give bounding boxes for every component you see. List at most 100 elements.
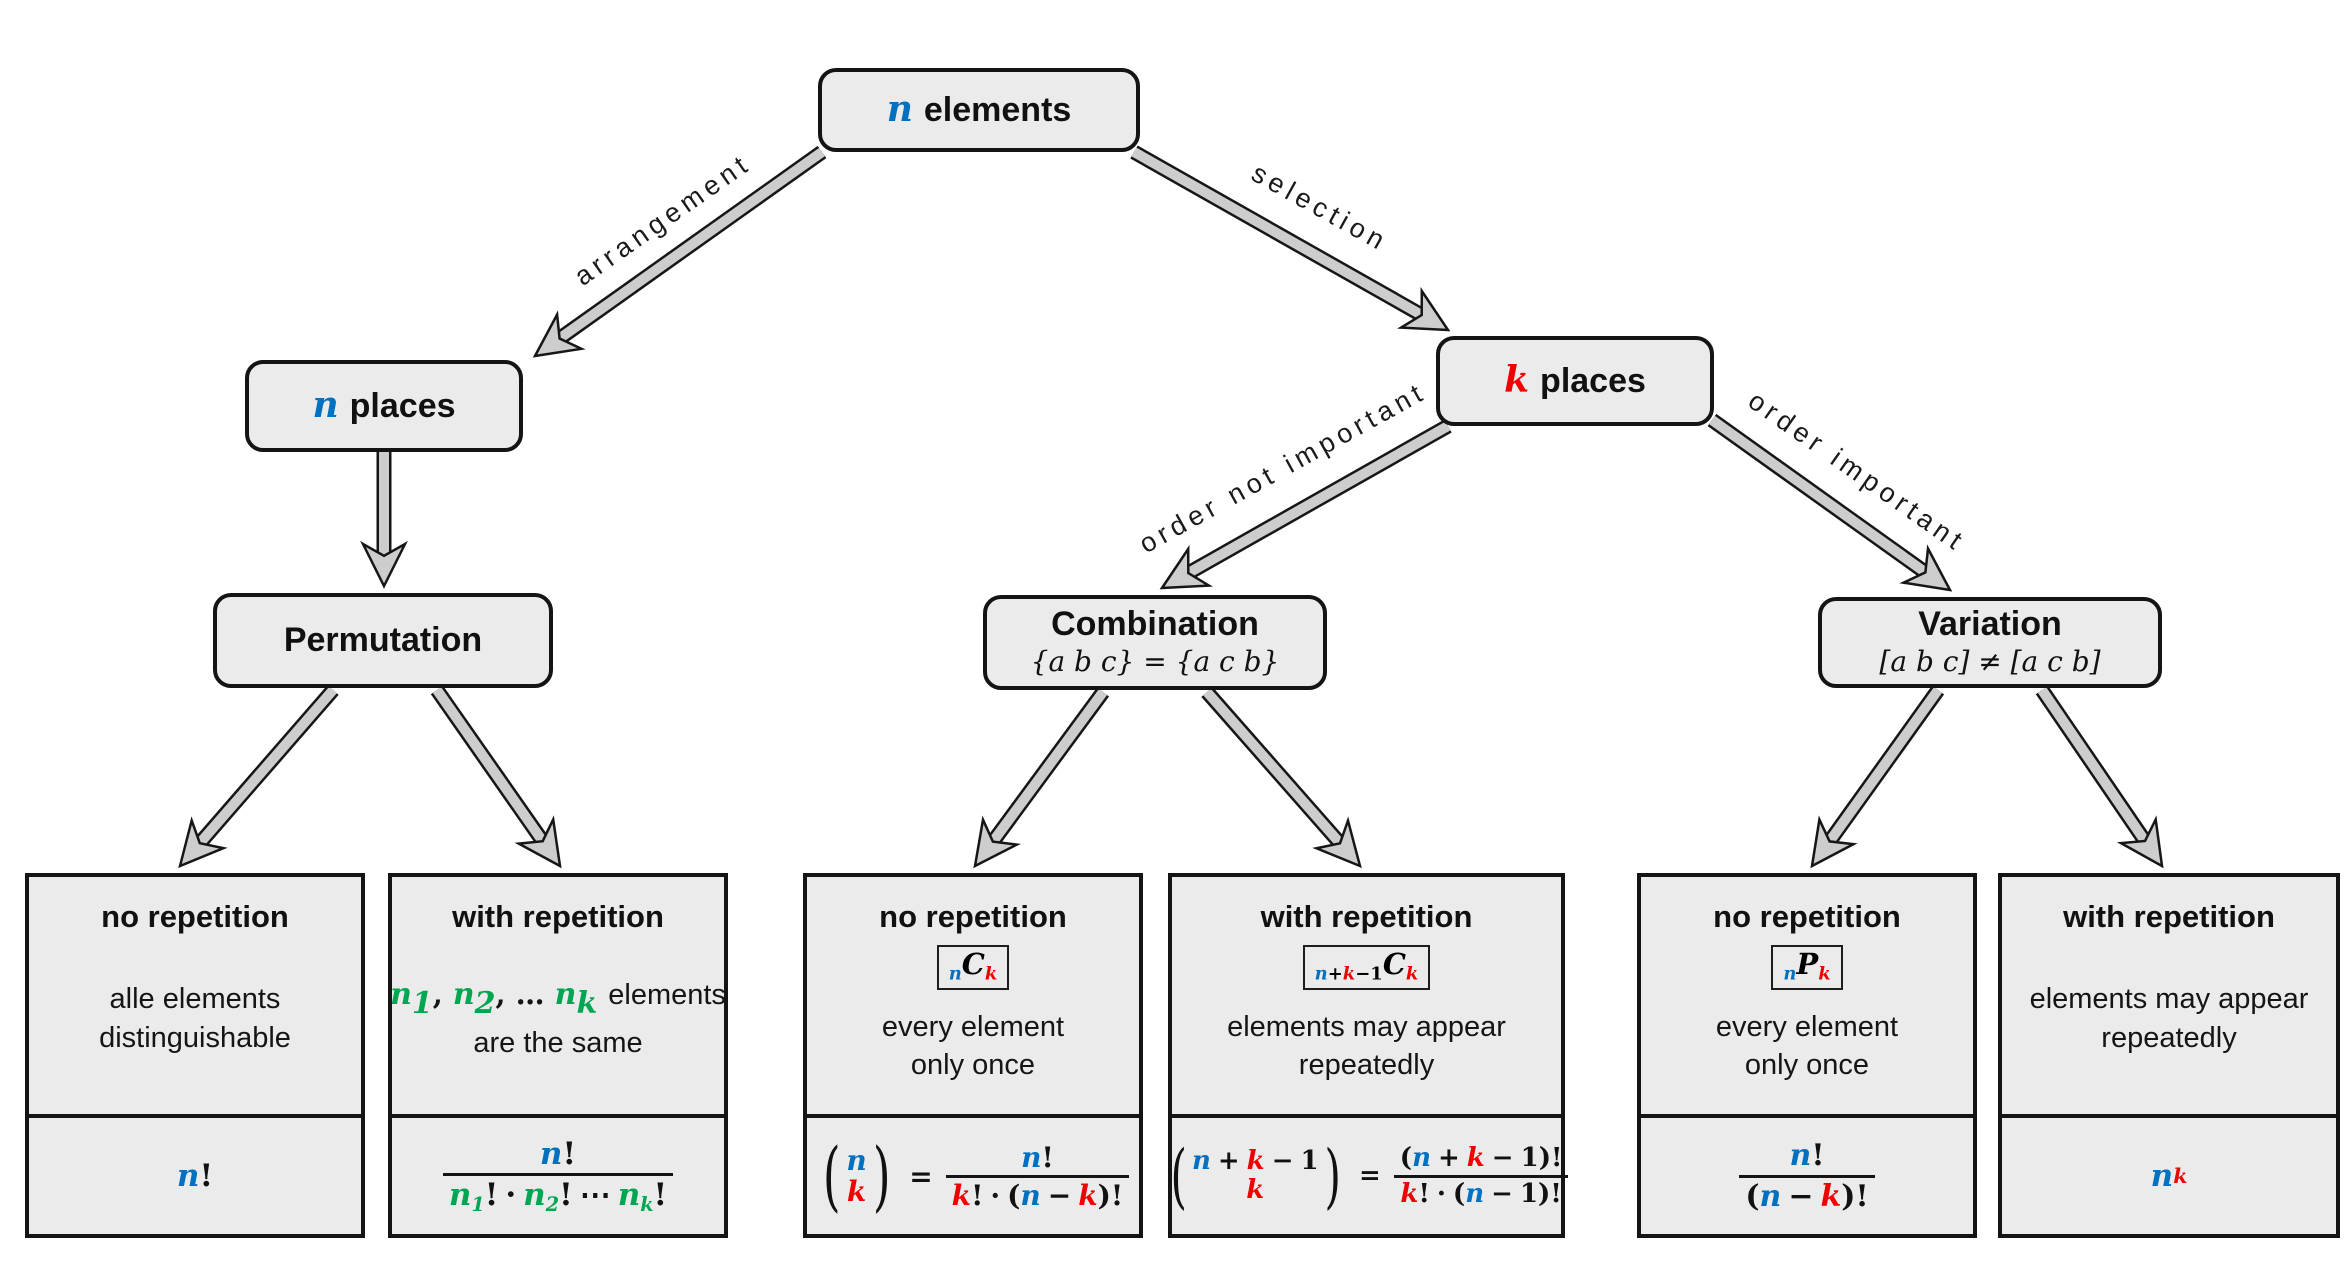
math-n1: n xyxy=(390,977,412,1013)
body-line: only once xyxy=(910,1049,1036,1082)
math-plus: + xyxy=(1327,963,1343,985)
math-minus: − xyxy=(1047,1178,1072,1212)
math-plus: + xyxy=(1217,1145,1240,1176)
symbol-n-plus-k-minus-1-C-k: n+k−1Ck xyxy=(1302,945,1431,991)
body-line: are the same xyxy=(473,1026,643,1059)
math-sub: k xyxy=(576,986,598,1022)
card-header: with repetition xyxy=(2063,899,2275,934)
formula-n-factorial-over-repeats: n! n1!·n2!⋯nk! xyxy=(392,1114,724,1234)
arrow-k-places-to-combination xyxy=(1159,419,1452,590)
body-text: elements xyxy=(608,979,726,1012)
math-k: k xyxy=(1246,1145,1265,1176)
body-line: repeatedly xyxy=(1298,1049,1435,1082)
math-minus: − xyxy=(1271,1145,1294,1176)
formula-n-factorial: n! xyxy=(29,1114,361,1234)
math-paren: ) xyxy=(1324,1134,1341,1217)
math-n: n xyxy=(1021,1140,1042,1174)
arrow-k-places-to-variation xyxy=(1707,413,1953,592)
math-factorial: ! xyxy=(1550,1178,1562,1209)
card-combination-no-repetition: no repetition nCk every element only onc… xyxy=(803,873,1143,1238)
card-variation-no-repetition: no repetition nPk every element only onc… xyxy=(1637,873,1977,1238)
math-k: k xyxy=(1342,963,1356,985)
arrow-permutation-to-with-rep xyxy=(430,685,562,869)
node-n-elements-label: elements xyxy=(923,91,1072,130)
math-factorial: ! xyxy=(1551,1143,1563,1173)
math-n: n xyxy=(948,963,962,985)
math-minus: − xyxy=(1491,1143,1514,1173)
math-comma: , xyxy=(495,977,506,1012)
math-k: k xyxy=(984,963,998,985)
math-k: k xyxy=(846,1175,867,1208)
math-one: 1 xyxy=(1519,1178,1539,1209)
card-body: every element only once xyxy=(1716,1008,1898,1085)
node-permutation-title: Permutation xyxy=(283,620,483,659)
math-paren: ( xyxy=(1170,1134,1187,1217)
math-n: n xyxy=(1465,1178,1485,1209)
math-paren: ( xyxy=(1399,1143,1413,1173)
arrow-combination-to-no-rep xyxy=(973,687,1110,869)
node-combination: Combination {a b c} = {a c b} xyxy=(983,595,1327,690)
math-C: C xyxy=(961,947,985,981)
fraction: n! (n−k)! xyxy=(1739,1137,1875,1216)
math-sub: 1 xyxy=(411,986,433,1022)
card-content: no repetition nCk every element only onc… xyxy=(807,877,1139,1114)
math-equals: = xyxy=(1358,1161,1381,1191)
denominator: k!·(n−1)! xyxy=(1394,1174,1568,1211)
math-one: 1 xyxy=(1520,1143,1539,1173)
math-n: n xyxy=(312,384,339,427)
math-n: n xyxy=(2150,1158,2174,1194)
binomial-top: n+k−1 xyxy=(1192,1145,1319,1176)
symbol-nCk: nCk xyxy=(936,945,1010,991)
math-paren: ( xyxy=(1745,1178,1760,1214)
math-paren: ( xyxy=(822,1131,841,1220)
math-k: k xyxy=(1466,1143,1485,1173)
math-factorial: ! xyxy=(562,1135,577,1172)
arrow-variation-to-with-rep xyxy=(2035,685,2164,869)
math-n: n xyxy=(539,1135,563,1172)
math-k: k xyxy=(1820,1178,1842,1214)
math-k: k xyxy=(1504,359,1530,402)
symbol-nPk: nPk xyxy=(1771,945,1843,991)
math-n2: n xyxy=(523,1177,546,1214)
math-k: k xyxy=(1078,1178,1098,1212)
math-n: n xyxy=(1314,963,1328,985)
math-factorial: ! xyxy=(971,1178,984,1212)
math-factorial: ! xyxy=(1418,1178,1430,1209)
math-factorial: ! xyxy=(1811,1138,1825,1173)
denominator: (n−k)! xyxy=(1739,1174,1875,1216)
card-body: alle elements distinguishable xyxy=(99,980,291,1057)
arrow-root-to-n-places xyxy=(532,145,827,358)
body-line: every element xyxy=(881,1010,1065,1043)
node-variation-subtitle: [a b c] ≠ [a c b] xyxy=(1879,645,2101,679)
fraction: n! n1!·n2!⋯nk! xyxy=(442,1135,674,1218)
node-variation: Variation [a b c] ≠ [a c b] xyxy=(1818,597,2162,688)
denominator: k!·(n−k)! xyxy=(945,1174,1130,1213)
math-sub: 2 xyxy=(474,986,496,1022)
math-paren: ) xyxy=(1538,1178,1551,1209)
card-header: with repetition xyxy=(452,899,664,934)
math-cdot: · xyxy=(1436,1178,1446,1209)
math-factorial: ! xyxy=(1855,1178,1869,1214)
math-cdot: · xyxy=(990,1178,1001,1212)
numerator: (n+k−1)! xyxy=(1394,1142,1569,1175)
math-n2: n xyxy=(452,977,475,1013)
math-n: n xyxy=(1783,963,1797,985)
card-content: with repetition elements may appear repe… xyxy=(2002,877,2336,1114)
node-permutation: Permutation xyxy=(213,593,553,688)
math-paren: ) xyxy=(872,1131,891,1220)
math-sub: k xyxy=(640,1193,654,1217)
card-header: with repetition xyxy=(1260,899,1473,934)
body-line: alle elements xyxy=(109,983,281,1016)
numerator: n! xyxy=(534,1135,582,1174)
math-paren: ) xyxy=(1538,1143,1551,1173)
math-paren: ) xyxy=(1841,1178,1856,1214)
math-equals: = xyxy=(909,1159,933,1193)
math-factorial: ! xyxy=(484,1177,499,1214)
